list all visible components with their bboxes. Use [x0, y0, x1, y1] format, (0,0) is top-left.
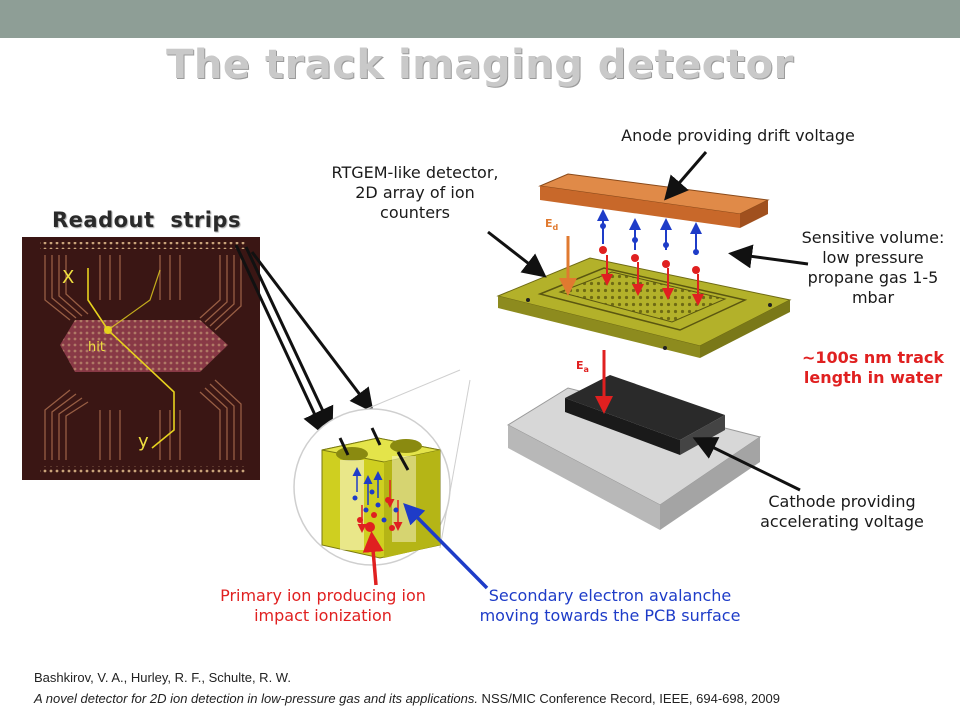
sensitive-volume-label: Sensitive volume: low pressure propane g… [801, 228, 945, 307]
reference-source: NSS/MIC Conference Record, IEEE, 694-698… [477, 691, 780, 706]
ed-label: Ed [545, 217, 559, 233]
reference-citation: A novel detector for 2D ion detection in… [34, 691, 780, 706]
drift-particles [597, 209, 704, 306]
y-axis-label: y [138, 431, 149, 452]
rtgem-arrow [487, 230, 547, 278]
secondary-electron-label: Secondary electron avalanche moving towa… [479, 586, 741, 625]
anode-arrow [664, 151, 708, 201]
anode-label: Anode providing drift voltage [621, 126, 855, 145]
hit-label: hit [88, 340, 105, 355]
pointer-arrow-2 [244, 246, 334, 432]
anode-plate [538, 173, 770, 228]
rtgem-label: RTGEM-like detector, 2D array of ion cou… [331, 163, 499, 222]
magnifier [293, 369, 471, 566]
track-length-label: ~100s nm track length in water [802, 348, 944, 387]
x-strip-line [87, 268, 175, 449]
x-axis-label: X [62, 267, 75, 288]
sensitive-volume-arrow [728, 244, 809, 269]
readout-strips-label: Readout strips [52, 208, 241, 232]
cathode-arrow [692, 437, 801, 492]
page-title: The track imaging detector [166, 42, 794, 88]
primary-ion-arrow [362, 531, 384, 586]
readout-strips-board [22, 237, 260, 480]
hit-marker [104, 326, 112, 334]
cathode-label: Cathode providing accelerating voltage [760, 492, 924, 531]
pointer-arrow-1 [234, 244, 326, 436]
secondary-electron-arrow [403, 503, 489, 590]
reference-authors: Bashkirov, V. A., Hurley, R. F., Schulte… [34, 670, 291, 685]
pointer-arrow-3 [250, 251, 374, 413]
reference-title: A novel detector for 2D ion detection in… [34, 691, 478, 706]
primary-ion-label: Primary ion producing ion impact ionizat… [220, 586, 426, 625]
ea-label: Ea [576, 359, 589, 375]
top-bar [0, 0, 960, 38]
